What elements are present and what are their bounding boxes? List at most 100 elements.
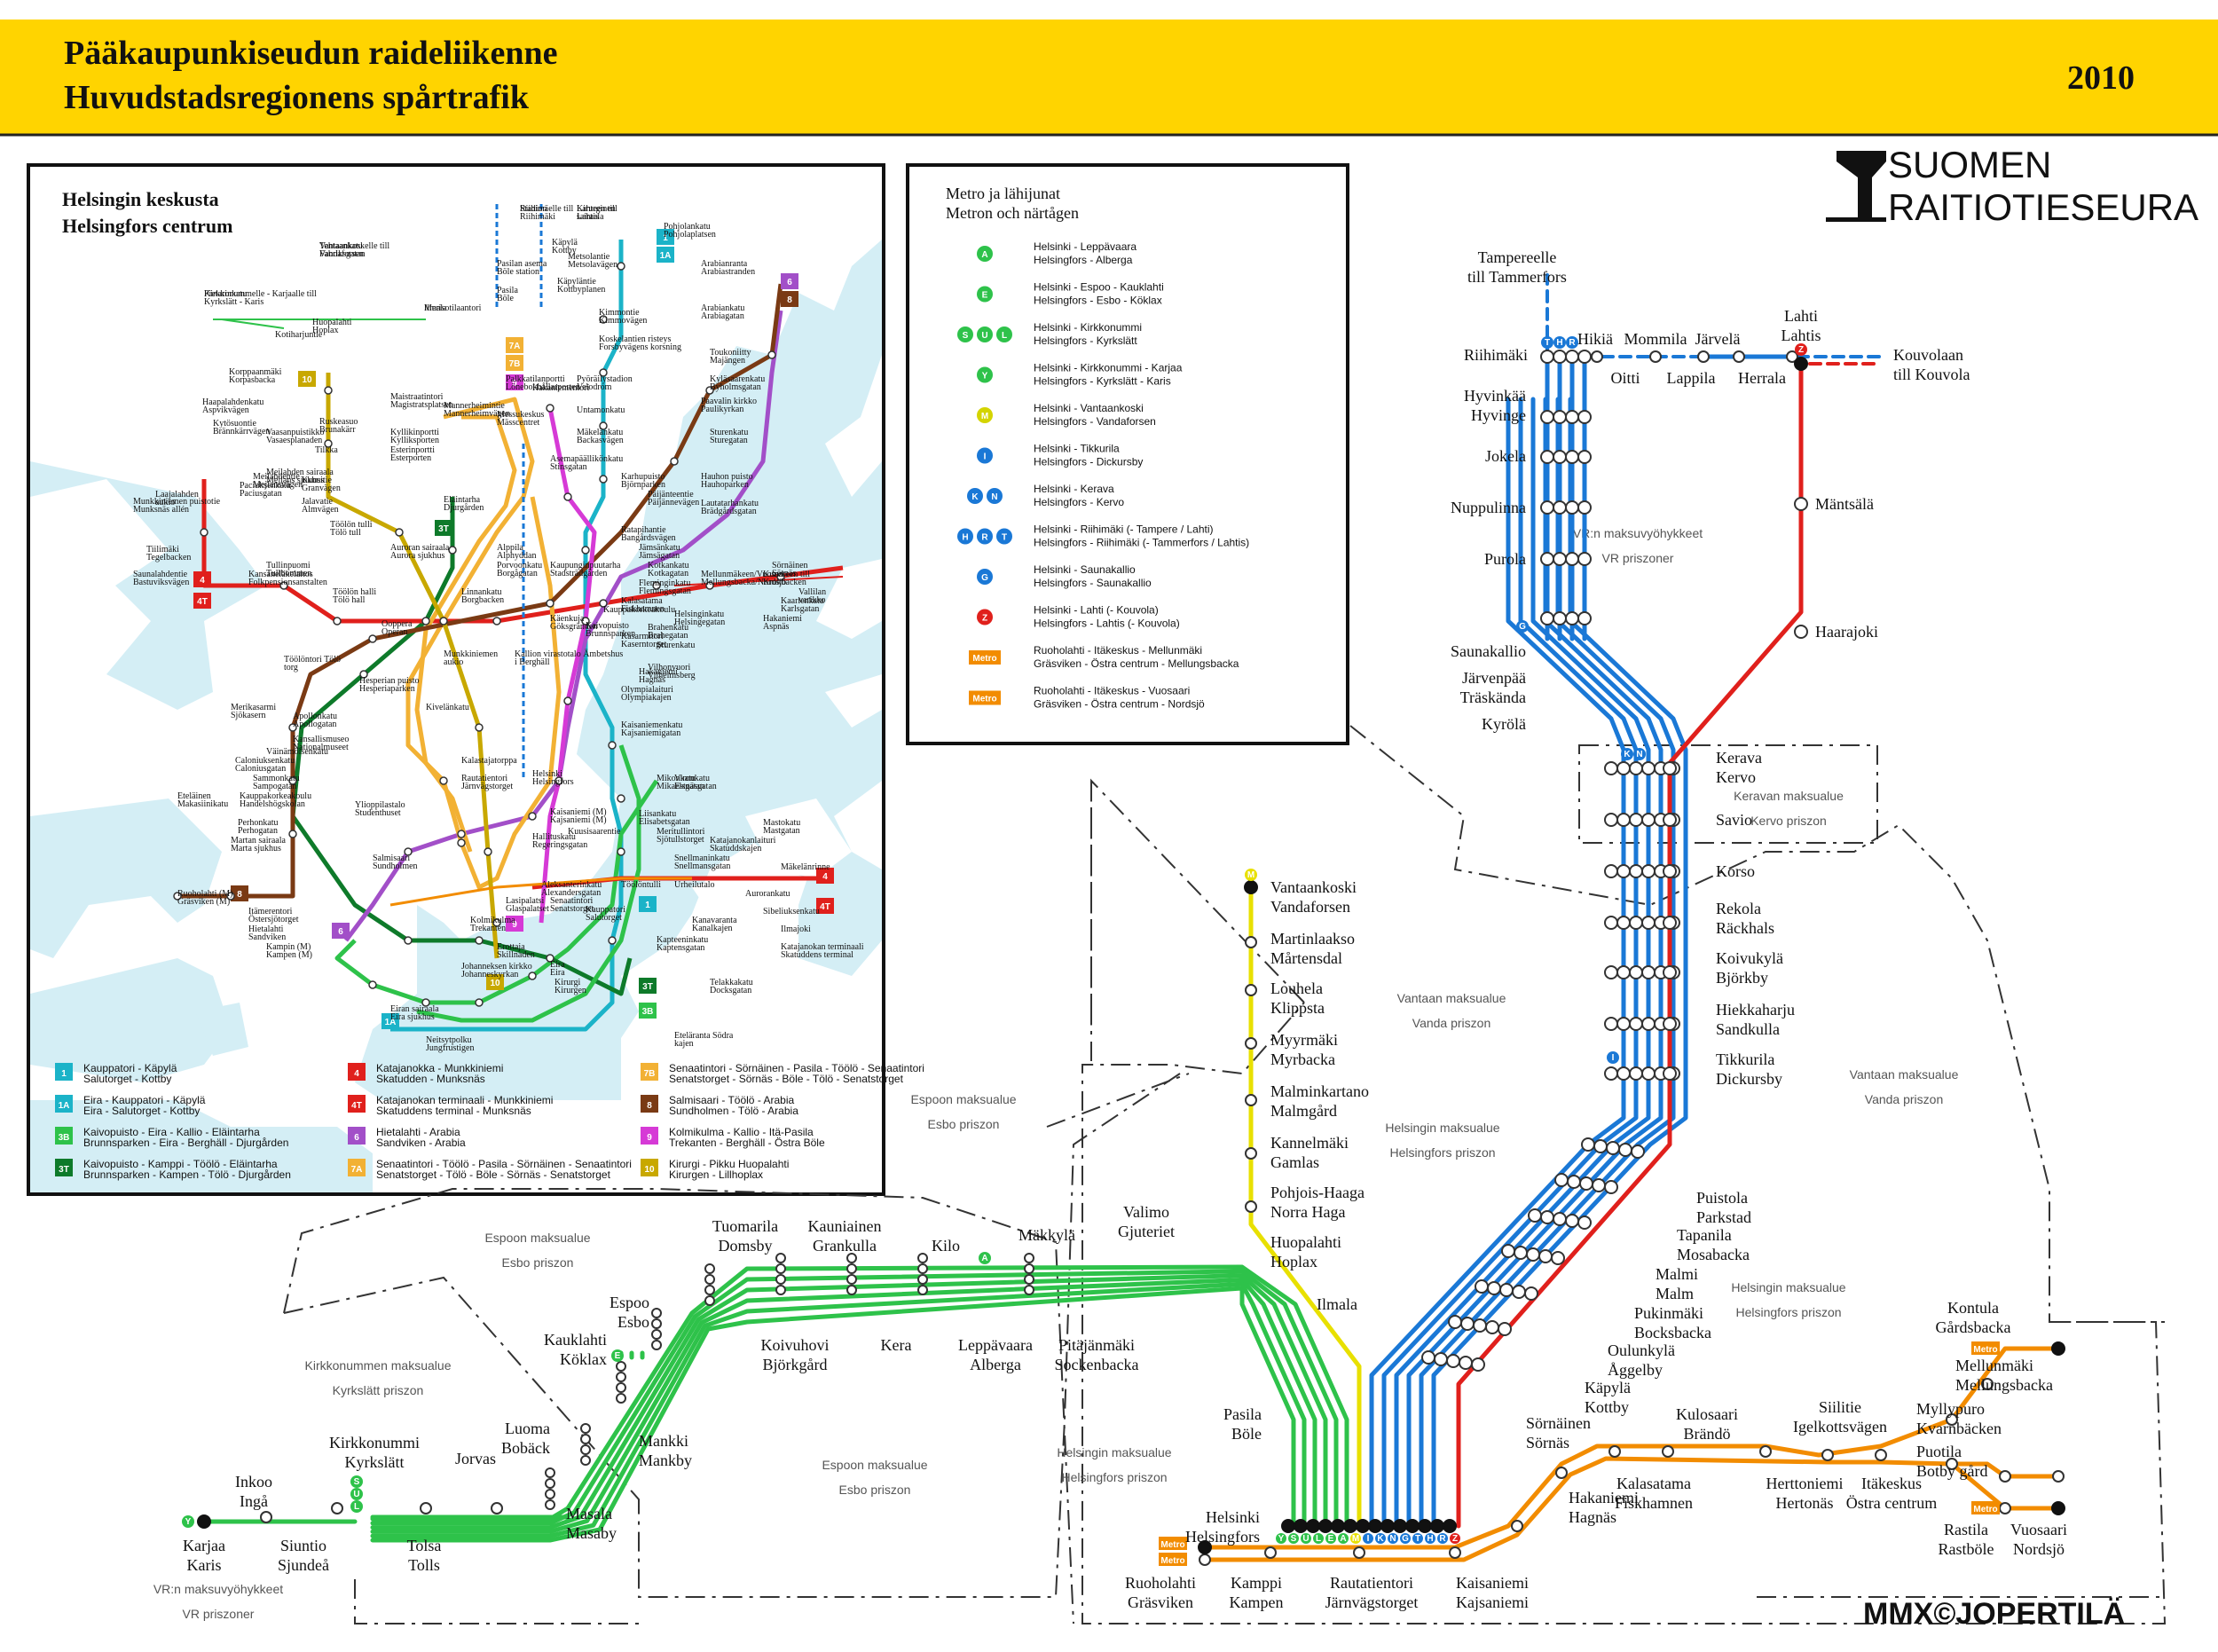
line-badge-letter: H [962,533,968,543]
inset-stop-label-sv: Sturegatan [710,436,748,445]
line-badge-letter: E [982,291,988,301]
inset-tram-stop [608,741,617,750]
inset-stop-label-sv: Helsingegatan [674,618,725,627]
station-name-kaisaniemi: Kaisaniemi [1456,1574,1529,1592]
inset-stop-label: Vironkatu [674,774,710,783]
inset-tram-stop [546,599,554,608]
inset-line-badge-number: 9 [512,920,517,930]
inset-stop-label: Linnankatu [461,587,502,597]
inset-stop-label: Sturenkatu [710,428,748,437]
inset-stop-label-sv: Mikaelsgatan [657,782,704,791]
inset-stop-label: Hallituskatu [532,832,576,842]
station-name-oulunkyla: Oulunkylä [1608,1341,1675,1359]
line-badge-letter: N [991,492,997,502]
zone-label-sv: Esbo priszon [502,1255,574,1270]
station-stop [704,1295,715,1306]
station-name-sv-kerava: Kervo [1716,768,1756,786]
coastal-track [370,1269,1339,1529]
metro-badge-label: Metro [1973,1505,1997,1514]
tram-route-sv: Skatuddens terminal - Munksnäs [376,1105,531,1117]
lahti-branch-stop [1591,350,1603,363]
coastal-west-stop [331,1502,343,1514]
inset-stop-label: Hauhon puisto [701,472,753,482]
inset-stop-label-sv: Nationalmuseet [293,743,349,752]
station-stop [1663,1066,1677,1081]
inset-stop-label: Kirurgi [554,978,580,987]
station-stop [1604,1066,1618,1081]
map-title-sv: Huvudstadsregionens spårtrafik [64,79,530,116]
station-stop [545,1467,555,1478]
line-badge [996,326,1012,342]
inset-stop-label-sv: Kanalkajen [692,924,733,933]
station-name-sv-rastila: Rastböle [1939,1540,1994,1558]
main-line-track [1406,397,1664,1529]
inset-tram-stop [368,634,377,643]
zone-label-sv: Vanda priszon [1412,1016,1490,1030]
station-name-sv-rautatientori: Järnvägstorget [1325,1593,1419,1611]
inset-stop-label: Paciuksenkatu [240,481,291,491]
inset-stop-label-sv: Brännkärrvägen [213,427,270,437]
inset-stop-label-sv: Kaptensgatan [657,943,704,953]
helsinki-platform [1368,1519,1382,1533]
station-name-sv-valimo: Gjuteriet [1118,1223,1175,1240]
station-name-sv-hakaniemi: Hagnäs [1569,1508,1616,1526]
station-name-mommila: Mommila [1624,330,1687,348]
inset-stop-label-sv: kajen [674,1039,694,1049]
metro-badge-label: Metro [972,695,996,704]
inset-stop-label-sv: Operan [381,627,407,637]
inset-stop-label: Kolmikulma [470,916,515,925]
inset-stop-label: Mäkelänrinne [781,862,830,872]
tram-badge [348,1063,366,1081]
inset-stop-label-sv: Sundholmen [373,861,418,871]
station-name-tolsa: Tolsa [407,1537,442,1554]
inset-stop-label-sv: Gräsviken (M) [177,897,230,907]
map-line-badge [182,1515,194,1528]
station-name-kannelmaki: Kannelmäki [1270,1134,1349,1152]
station-stop [1629,916,1643,930]
station-stop [616,1372,626,1382]
map-line-badge [1607,1051,1619,1064]
inset-stop-label: Sörnäinen [772,561,808,570]
inset-tram-stop [484,847,492,856]
station-name-jokela: Jokela [1485,447,1526,465]
inset-metro [389,877,692,907]
station-stop [580,1423,591,1434]
station-name-sv-vantaankoski: Vandaforsen [1270,898,1350,916]
zone-label-sv: Esbo priszon [839,1483,911,1497]
inset-tram-stop [617,847,625,856]
inset-line-badge [816,868,834,884]
inset-stop-label: Kapteeninkatu [657,935,708,945]
inset-stop-label-sv: Mejlans sjukhus [266,476,324,485]
station-stop [1565,611,1579,625]
station-name-sv-rekola: Räckhals [1716,919,1774,937]
helsinki-line-badge [1363,1533,1373,1544]
tram-badge [55,1127,73,1145]
inset-stop-label: Eteläinen [177,791,211,801]
inset-stop-label-sv: Vilhelmsberg [648,671,696,680]
station-name-sv-huopalahti: Hoplax [1270,1253,1317,1270]
station-stop [1514,1246,1528,1260]
inset-stop-label: Kuusisaarentie [568,827,621,837]
station-name-sv-mellunmaki: Mellungsbacka [1955,1376,2053,1394]
zone-label-sv: Helsingfors priszon [1735,1305,1841,1319]
station-stop [580,1434,591,1444]
inset-stop-label: Pohjolankatu [664,222,711,232]
station-name-sv-masala: Masaby [566,1524,617,1542]
legend-route-sv: Gräsviken - Östra centrum - Mellungsback… [1034,657,1239,670]
station-stop [1448,1315,1462,1329]
line-badge-letter: T [1002,533,1007,543]
inset-stop-label: Palkkatilanportti [506,374,565,384]
inset-stop-label: Kirurginen [577,204,616,214]
mantsala-stop [1794,497,1808,511]
map-line-badge-letter: L [354,1502,359,1512]
inset-stop-label: Aurorankatu [745,889,790,899]
map-line-badge-letter: K [1624,750,1631,759]
map-line-badge [350,1475,363,1488]
station-name-kyrola: Kyrölä [1482,715,1526,733]
inset-tram-stop [492,918,501,927]
station-stop [1475,1279,1489,1294]
station-name-sv-kapyla: Kottby [1585,1398,1629,1416]
station-stop [1604,916,1618,930]
inset-stop-label: Meritullintori [657,827,705,837]
